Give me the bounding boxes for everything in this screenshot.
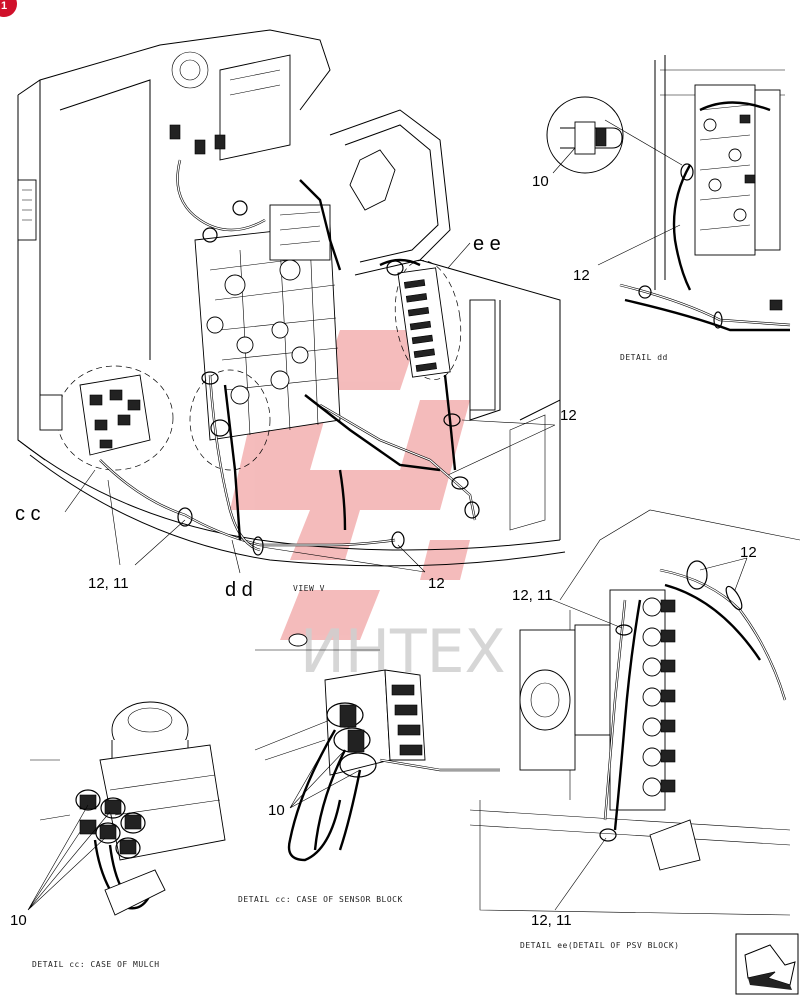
callout-10: 10 [10, 912, 27, 929]
callout-12-11: 12, 11 [88, 575, 129, 592]
callout-12: 12 [560, 407, 577, 424]
detail-dd [546, 55, 791, 332]
caption-detail-cc-sensor: DETAIL cc: CASE OF SENSOR BLOCK [238, 895, 403, 904]
caption-view-v: VIEW V [293, 584, 325, 593]
caption-detail-ee: DETAIL ee(DETAIL OF PSV BLOCK) [520, 941, 680, 950]
svg-text:1: 1 [1, 0, 7, 12]
callout-12-11: 12, 11 [531, 912, 572, 929]
callout-10: 10 [268, 802, 285, 819]
page-badge: 1 [0, 0, 17, 17]
view-label-dd: d d [225, 579, 253, 601]
detail-ee [469, 509, 801, 916]
callout-12: 12 [740, 544, 757, 561]
caption-detail-dd: DETAIL dd [620, 353, 668, 362]
callout-12: 12 [573, 267, 590, 284]
detail-cc-mulch [27, 701, 226, 916]
caption-detail-cc-mulch: DETAIL cc: CASE OF MULCH [32, 960, 160, 969]
next-page-arrow-icon[interactable] [735, 933, 799, 995]
main-view-v [17, 29, 566, 574]
view-label-cc: c c [15, 503, 41, 525]
psv-fittings [642, 597, 676, 797]
detail-cc-sensor-block [254, 633, 500, 862]
callout-10: 10 [532, 173, 549, 190]
watermark-logo [230, 330, 470, 640]
callout-12-11: 12, 11 [512, 587, 553, 604]
callout-12: 12 [428, 575, 445, 592]
view-label-ee: e e [473, 233, 501, 255]
